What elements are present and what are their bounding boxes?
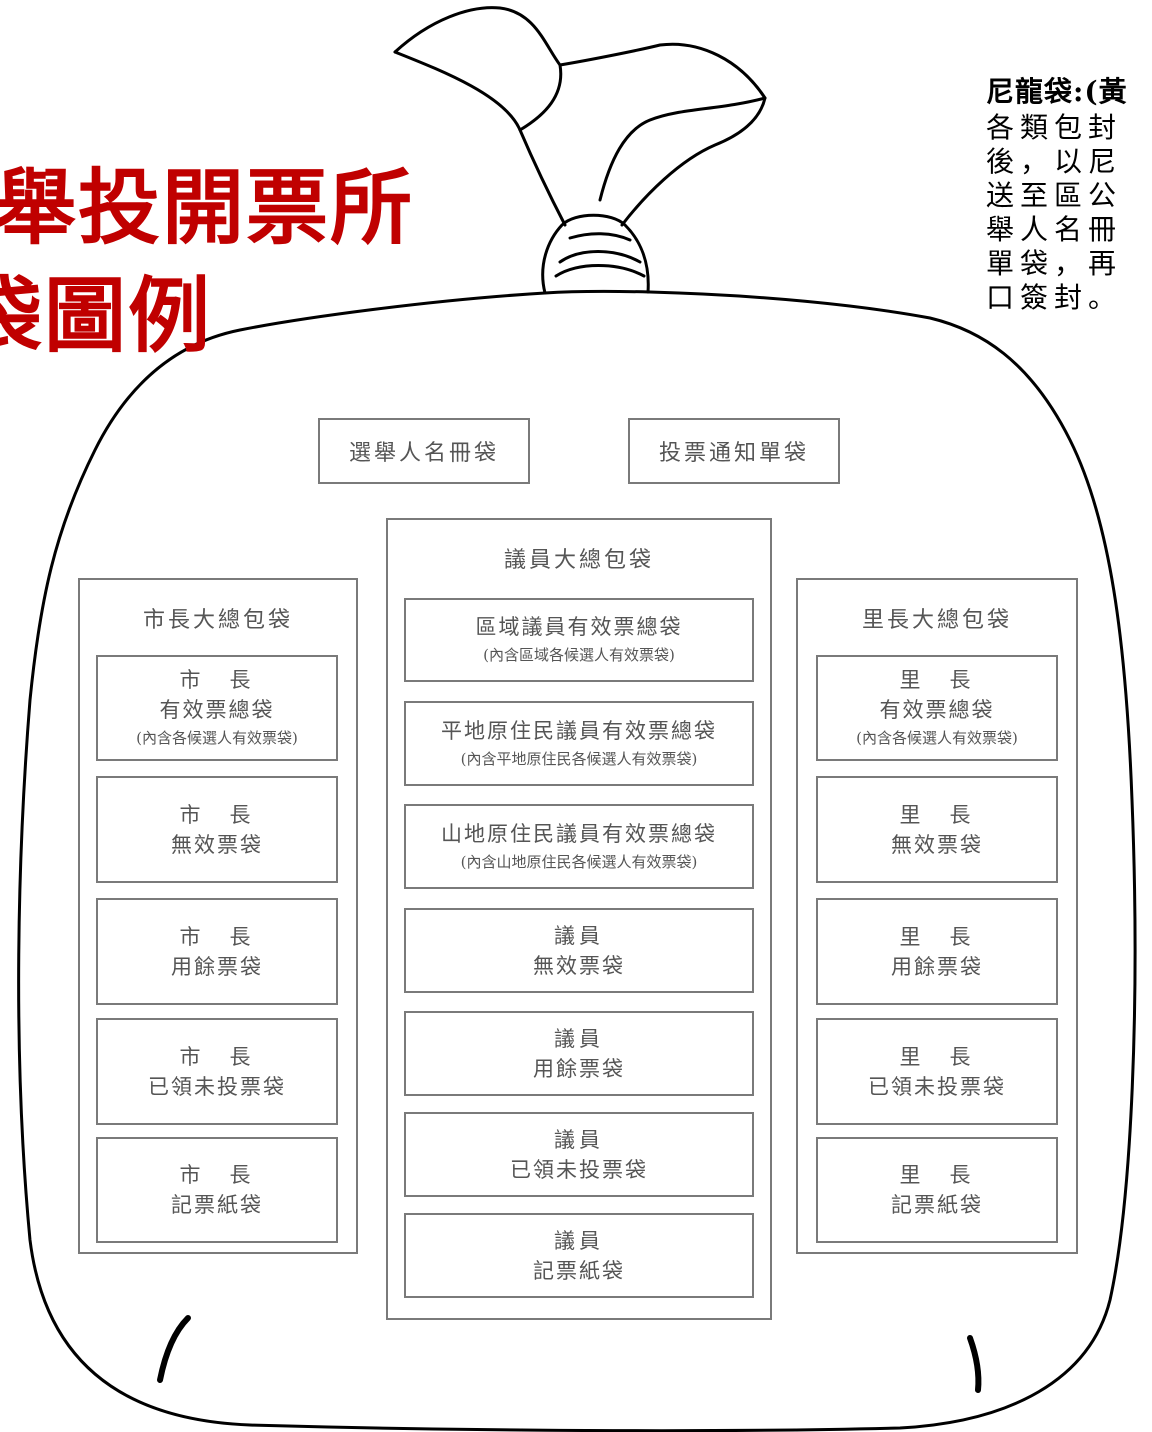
bag-label-1: 山地原住民議員有效票總袋	[441, 821, 717, 846]
voting-notice-bag-label: 投票通知單袋	[658, 441, 809, 466]
bag-label-2: 記票紙袋	[171, 1193, 263, 1217]
bag-label-2: 無效票袋	[171, 832, 263, 857]
council-invalid-bag: 議員 無效票袋	[404, 908, 754, 993]
bag-label-1: 議員	[554, 1228, 604, 1253]
voter-register-bag: 選舉人名冊袋	[318, 418, 530, 484]
mayor-invalid-bag: 市 長 無效票袋	[96, 776, 338, 883]
bag-label-1: 市 長	[179, 924, 255, 949]
note-line: 各類包封	[986, 111, 1123, 144]
bag-sublabel: (內含區域各候選人有效票袋)	[483, 646, 675, 664]
bag-knot-band	[554, 232, 646, 278]
council-plains-valid-bag: 平地原住民議員有效票總袋 (內含平地原住民各候選人有效票袋)	[404, 701, 754, 786]
bag-right-corner	[967, 1335, 982, 1393]
bag-label-1: 市 長	[179, 668, 255, 692]
mayor-claimed-bag: 市 長 已領未投票袋	[96, 1018, 338, 1125]
bag-sublabel: (內含各候選人有效票袋)	[136, 729, 298, 747]
bag-label-2: 無效票袋	[533, 953, 625, 978]
note-line: 後，以尼	[986, 145, 1123, 178]
bag-label-2: 已領未投票袋	[868, 1074, 1006, 1099]
title-line-1: 舉投開票所	[0, 161, 415, 256]
bag-flap-fold	[518, 63, 563, 132]
bag-label-1: 里 長	[899, 668, 975, 692]
bag-neck-left	[393, 50, 567, 227]
bag-label-2: 用餘票袋	[171, 954, 263, 979]
bag-top-flap	[393, 6, 767, 202]
voter-register-bag-label: 選舉人名冊袋	[348, 441, 499, 466]
bag-knot	[541, 213, 650, 295]
bag-label-1: 市 長	[179, 802, 255, 827]
bag-label-2: 用餘票袋	[533, 1056, 625, 1081]
mayor-tally-bag: 市 長 記票紙袋	[96, 1137, 338, 1243]
mayor-valid-bag: 市 長 有效票總袋 (內含各候選人有效票袋)	[96, 655, 338, 761]
council-unused-bag: 議員 用餘票袋	[404, 1011, 754, 1096]
council-regional-valid-bag: 區域議員有效票總袋 (內含區域各候選人有效票袋)	[404, 598, 754, 682]
bag-label-2: 已領未投票袋	[510, 1157, 648, 1182]
note-heading: 尼龍袋:(黃	[986, 75, 1128, 108]
council-claimed-bag: 議員 已領未投票袋	[404, 1112, 754, 1197]
bag-label-1: 區域議員有效票總袋	[475, 615, 683, 639]
mayor-unused-bag: 市 長 用餘票袋	[96, 898, 338, 1005]
note-line: 送至區公	[986, 179, 1123, 212]
bag-label-1: 平地原住民議員有效票總袋	[441, 718, 717, 743]
bag-label-2: 無效票袋	[891, 832, 983, 857]
village-chief-invalid-bag: 里 長 無效票袋	[816, 776, 1058, 883]
bag-label-1: 里 長	[899, 1044, 975, 1069]
bag-label-1: 議員	[554, 1026, 604, 1051]
bag-label-2: 有效票總袋	[879, 698, 995, 722]
bag-sublabel: (內含各候選人有效票袋)	[856, 729, 1018, 747]
bag-label-1: 市 長	[179, 1163, 255, 1187]
village-chief-unused-bag: 里 長 用餘票袋	[816, 898, 1058, 1005]
title-line-2: 袋圖例	[0, 269, 213, 364]
village-chief-claimed-bag: 里 長 已領未投票袋	[816, 1018, 1058, 1125]
bag-label-1: 里 長	[899, 1163, 975, 1187]
village-chief-master-bag-title: 里長大總包袋	[861, 608, 1012, 633]
bag-label-1: 議員	[554, 923, 604, 948]
bag-label-1: 市 長	[179, 1044, 255, 1069]
bag-label-1: 里 長	[899, 802, 975, 827]
bag-left-corner	[157, 1315, 191, 1383]
council-mountain-valid-bag: 山地原住民議員有效票總袋 (內含山地原住民各候選人有效票袋)	[404, 804, 754, 889]
bag-label-2: 有效票總袋	[159, 698, 275, 722]
council-master-bag-title: 議員大總包袋	[503, 548, 654, 573]
bag-label-2: 用餘票袋	[891, 954, 983, 979]
bag-label-2: 記票紙袋	[533, 1258, 625, 1283]
bag-label-2: 已領未投票袋	[148, 1074, 286, 1099]
mayor-master-bag-title: 市長大總包袋	[142, 608, 293, 633]
bag-sublabel: (內含山地原住民各候選人有效票袋)	[460, 852, 698, 871]
bag-sublabel: (內含平地原住民各候選人有效票袋)	[460, 749, 698, 768]
bag-neck-right	[620, 96, 767, 227]
village-chief-valid-bag: 里 長 有效票總袋 (內含各候選人有效票袋)	[816, 655, 1058, 761]
note-line: 舉人名冊	[986, 213, 1123, 246]
council-tally-bag: 議員 記票紙袋	[404, 1213, 754, 1298]
bag-label-2: 記票紙袋	[891, 1193, 983, 1217]
village-chief-tally-bag: 里 長 記票紙袋	[816, 1137, 1058, 1243]
bag-body	[17, 289, 1137, 1432]
note-line: 口簽封。	[986, 281, 1123, 314]
bag-label-1: 里 長	[899, 924, 975, 949]
note-line: 單袋，再	[986, 247, 1123, 280]
bag-label-1: 議員	[554, 1127, 604, 1152]
voting-notice-bag: 投票通知單袋	[628, 418, 840, 484]
